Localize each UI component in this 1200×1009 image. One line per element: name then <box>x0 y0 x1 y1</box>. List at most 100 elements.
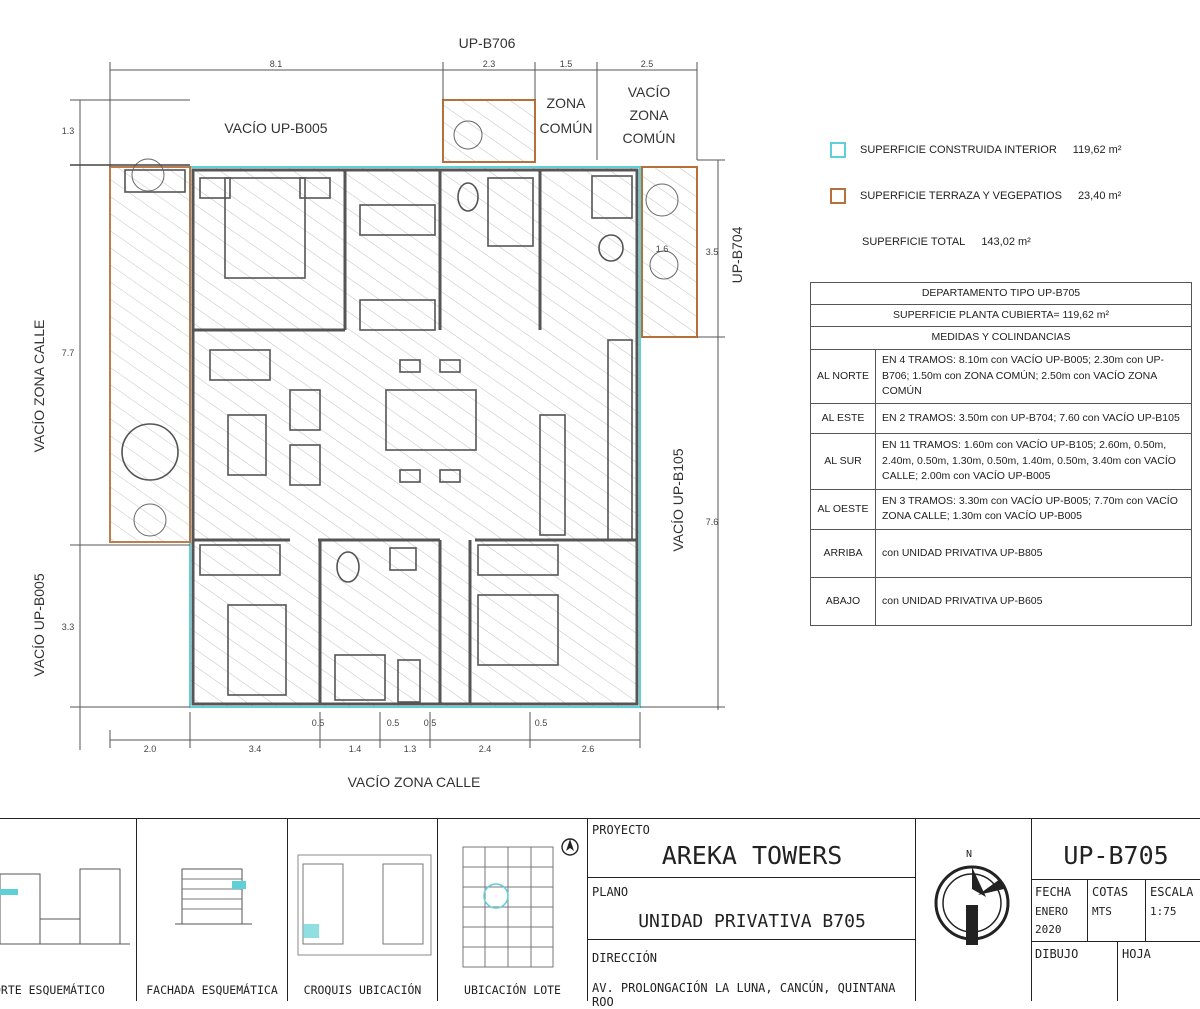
walls <box>191 168 639 706</box>
unit-code: UP-B705 <box>1063 841 1169 870</box>
row-text: con UNIDAD PRIVATIVA UP-B805 <box>875 528 1192 578</box>
dim-bottom-1: 2.0 <box>144 744 157 754</box>
legend-total: SUPERFICIE TOTAL 143,02 m² <box>862 236 1031 248</box>
escala-label: ESCALA <box>1150 885 1194 899</box>
row-text: EN 4 TRAMOS: 8.10m con VACÍO UP-B005; 2.… <box>875 348 1192 404</box>
dim-left-1: 1.3 <box>62 126 75 136</box>
thumb-croquis: CROQUIS UBICACIÓN <box>288 819 438 1001</box>
row-text: EN 3 TRAMOS: 3.30m con VACÍO UP-B005; 7.… <box>875 488 1192 530</box>
row-text: EN 11 TRAMOS: 1.60m con VACÍO UP-B105; 2… <box>875 432 1192 490</box>
legend-swatch-terraza <box>830 188 846 204</box>
legend-terraza: SUPERFICIE TERRAZA Y VEGEPATIOS 23,40 m² <box>830 188 1121 204</box>
plant-icons <box>131 120 679 537</box>
floor-plan: UP-B706 VACÍO UP-B005 ZONA COMÚN VACÍO Z… <box>31 35 745 790</box>
zona-comun-label-1: ZONA <box>547 95 587 111</box>
proyecto-label: PROYECTO <box>592 823 650 837</box>
legend-label: SUPERFICIE TERRAZA Y VEGEPATIOS <box>860 190 1062 202</box>
left-lower-label: VACÍO UP-B005 <box>31 573 47 676</box>
dim-right-2: 7.6 <box>706 517 719 527</box>
plan-bottom-label: VACÍO ZONA CALLE <box>348 774 481 790</box>
facade-icon <box>175 868 252 925</box>
west-terrace <box>109 166 191 543</box>
row-text: EN 2 TRAMOS: 3.50m con UP-B704; 7.60 con… <box>875 402 1192 434</box>
row-direction: ARRIBA <box>810 528 876 578</box>
thumb-caption: UBICACIÓN LOTE <box>464 983 561 997</box>
legend-value: 23,40 m² <box>1077 190 1122 202</box>
row-direction: AL OESTE <box>810 488 876 530</box>
building-section-icon <box>0 868 130 945</box>
thumb-corte: ORTE ESQUEMÁTICO <box>0 819 137 1001</box>
dim-bottom-4: 1.3 <box>404 744 417 754</box>
north-void-label: VACÍO UP-B005 <box>224 120 327 136</box>
dim-bottom-small-2: 0.5 <box>387 718 400 728</box>
table-row: AL OESTE EN 3 TRAMOS: 3.30m con VACÍO UP… <box>810 488 1192 530</box>
plano-label: PLANO <box>592 885 629 899</box>
thumb-ubicacion-lote: UBICACIÓN LOTE <box>438 819 588 1001</box>
project-info: PROYECTO AREKA TOWERS PLANO UNIDAD PRIVA… <box>588 819 916 1009</box>
dimension-lines <box>70 62 725 750</box>
furniture <box>121 169 633 703</box>
table-section: MEDIDAS Y COLINDANCIAS <box>810 326 1192 350</box>
dim-bottom-small-4: 0.5 <box>535 718 548 728</box>
direccion-label: DIRECCIÓN <box>592 951 658 965</box>
table-row: ARRIBA con UNIDAD PRIVATIVA UP-B805 <box>810 528 1192 578</box>
table-title: DEPARTAMENTO TIPO UP-B705 <box>810 281 1192 306</box>
proyecto-value: AREKA TOWERS <box>661 841 843 870</box>
fecha-value-2: 2020 <box>1035 923 1062 936</box>
compass-cell: N <box>916 819 1032 1001</box>
left-upper-label: VACÍO ZONA CALLE <box>31 320 47 453</box>
legend-interior: SUPERFICIE CONSTRUIDA INTERIOR 119,62 m² <box>830 142 1122 158</box>
dim-top-1: 8.1 <box>270 59 283 69</box>
table-row: AL ESTE EN 2 TRAMOS: 3.50m con UP-B704; … <box>810 402 1192 434</box>
vacio-zona-comun-label-1: VACÍO <box>628 84 671 100</box>
north-letter: N <box>966 849 973 860</box>
row-direction: AL SUR <box>810 432 876 490</box>
dim-left-3: 3.3 <box>62 622 75 632</box>
fecha-value-1: ENERO <box>1035 905 1069 918</box>
cotas-value: MTS <box>1092 905 1112 918</box>
legend-swatch-interior <box>830 142 846 158</box>
dim-top-4: 2.5 <box>641 59 654 69</box>
dim-bottom-small-1: 0.5 <box>312 718 325 728</box>
legend-label: SUPERFICIE CONSTRUIDA INTERIOR <box>860 144 1057 156</box>
dim-top-3: 1.5 <box>560 59 573 69</box>
table-row: ABAJO con UNIDAD PRIVATIVA UP-B605 <box>810 576 1192 626</box>
dim-bottom-6: 2.6 <box>582 744 595 754</box>
interior-area <box>189 166 641 708</box>
zona-comun-label-2: COMÚN <box>540 120 593 136</box>
table-subtitle: SUPERFICIE PLANTA CUBIERTA= 119,62 m² <box>810 304 1192 328</box>
lot-location-icon <box>462 838 579 968</box>
dim-left-2: 7.7 <box>62 348 75 358</box>
thumb-fachada: FACHADA ESQUEMÁTICA <box>137 819 288 1001</box>
row-text: con UNIDAD PRIVATIVA UP-B605 <box>875 576 1192 626</box>
vacio-zona-comun-label-2: ZONA <box>630 107 670 123</box>
legend-value: 143,02 m² <box>981 236 1031 248</box>
title-block: ORTE ESQUEMÁTICO FACHADA ESQUEMÁTICA CRO… <box>0 818 1200 1009</box>
row-direction: ABAJO <box>810 576 876 626</box>
colindancias-table: DEPARTAMENTO TIPO UP-B705 SUPERFICIE PLA… <box>810 281 1192 626</box>
cotas-label: COTAS <box>1092 885 1129 899</box>
thumb-caption: CROQUIS UBICACIÓN <box>303 983 422 997</box>
legend-value: 119,62 m² <box>1072 144 1122 156</box>
dim-interior: 1.6 <box>656 244 669 254</box>
site-sketch-icon <box>297 854 432 956</box>
unit-info: UP-B705 FECHA ENERO 2020 COTAS MTS ESCAL… <box>1032 819 1200 1001</box>
right-upper-label: UP-B704 <box>729 226 745 283</box>
thumb-caption: ORTE ESQUEMÁTICO <box>0 983 105 997</box>
dim-top-2: 2.3 <box>483 59 496 69</box>
dim-bottom-5: 2.4 <box>479 744 492 754</box>
table-row: AL SUR EN 11 TRAMOS: 1.60m con VACÍO UP-… <box>810 432 1192 490</box>
table-row: AL NORTE EN 4 TRAMOS: 8.10m con VACÍO UP… <box>810 348 1192 404</box>
escala-value: 1:75 <box>1150 905 1177 918</box>
fecha-label: FECHA <box>1035 885 1072 899</box>
dim-bottom-2: 3.4 <box>249 744 262 754</box>
plano-value: UNIDAD PRIVATIVA B705 <box>638 911 866 932</box>
right-lower-label: VACÍO UP-B105 <box>670 448 686 551</box>
north-compass-icon <box>934 865 1010 945</box>
row-direction: AL NORTE <box>810 348 876 404</box>
dibujo-label: DIBUJO <box>1035 947 1079 961</box>
dim-bottom-small-3: 0.5 <box>424 718 437 728</box>
legend-label: SUPERFICIE TOTAL <box>862 236 966 248</box>
hoja-label: HOJA <box>1122 947 1151 961</box>
dim-bottom-3: 1.4 <box>349 744 362 754</box>
